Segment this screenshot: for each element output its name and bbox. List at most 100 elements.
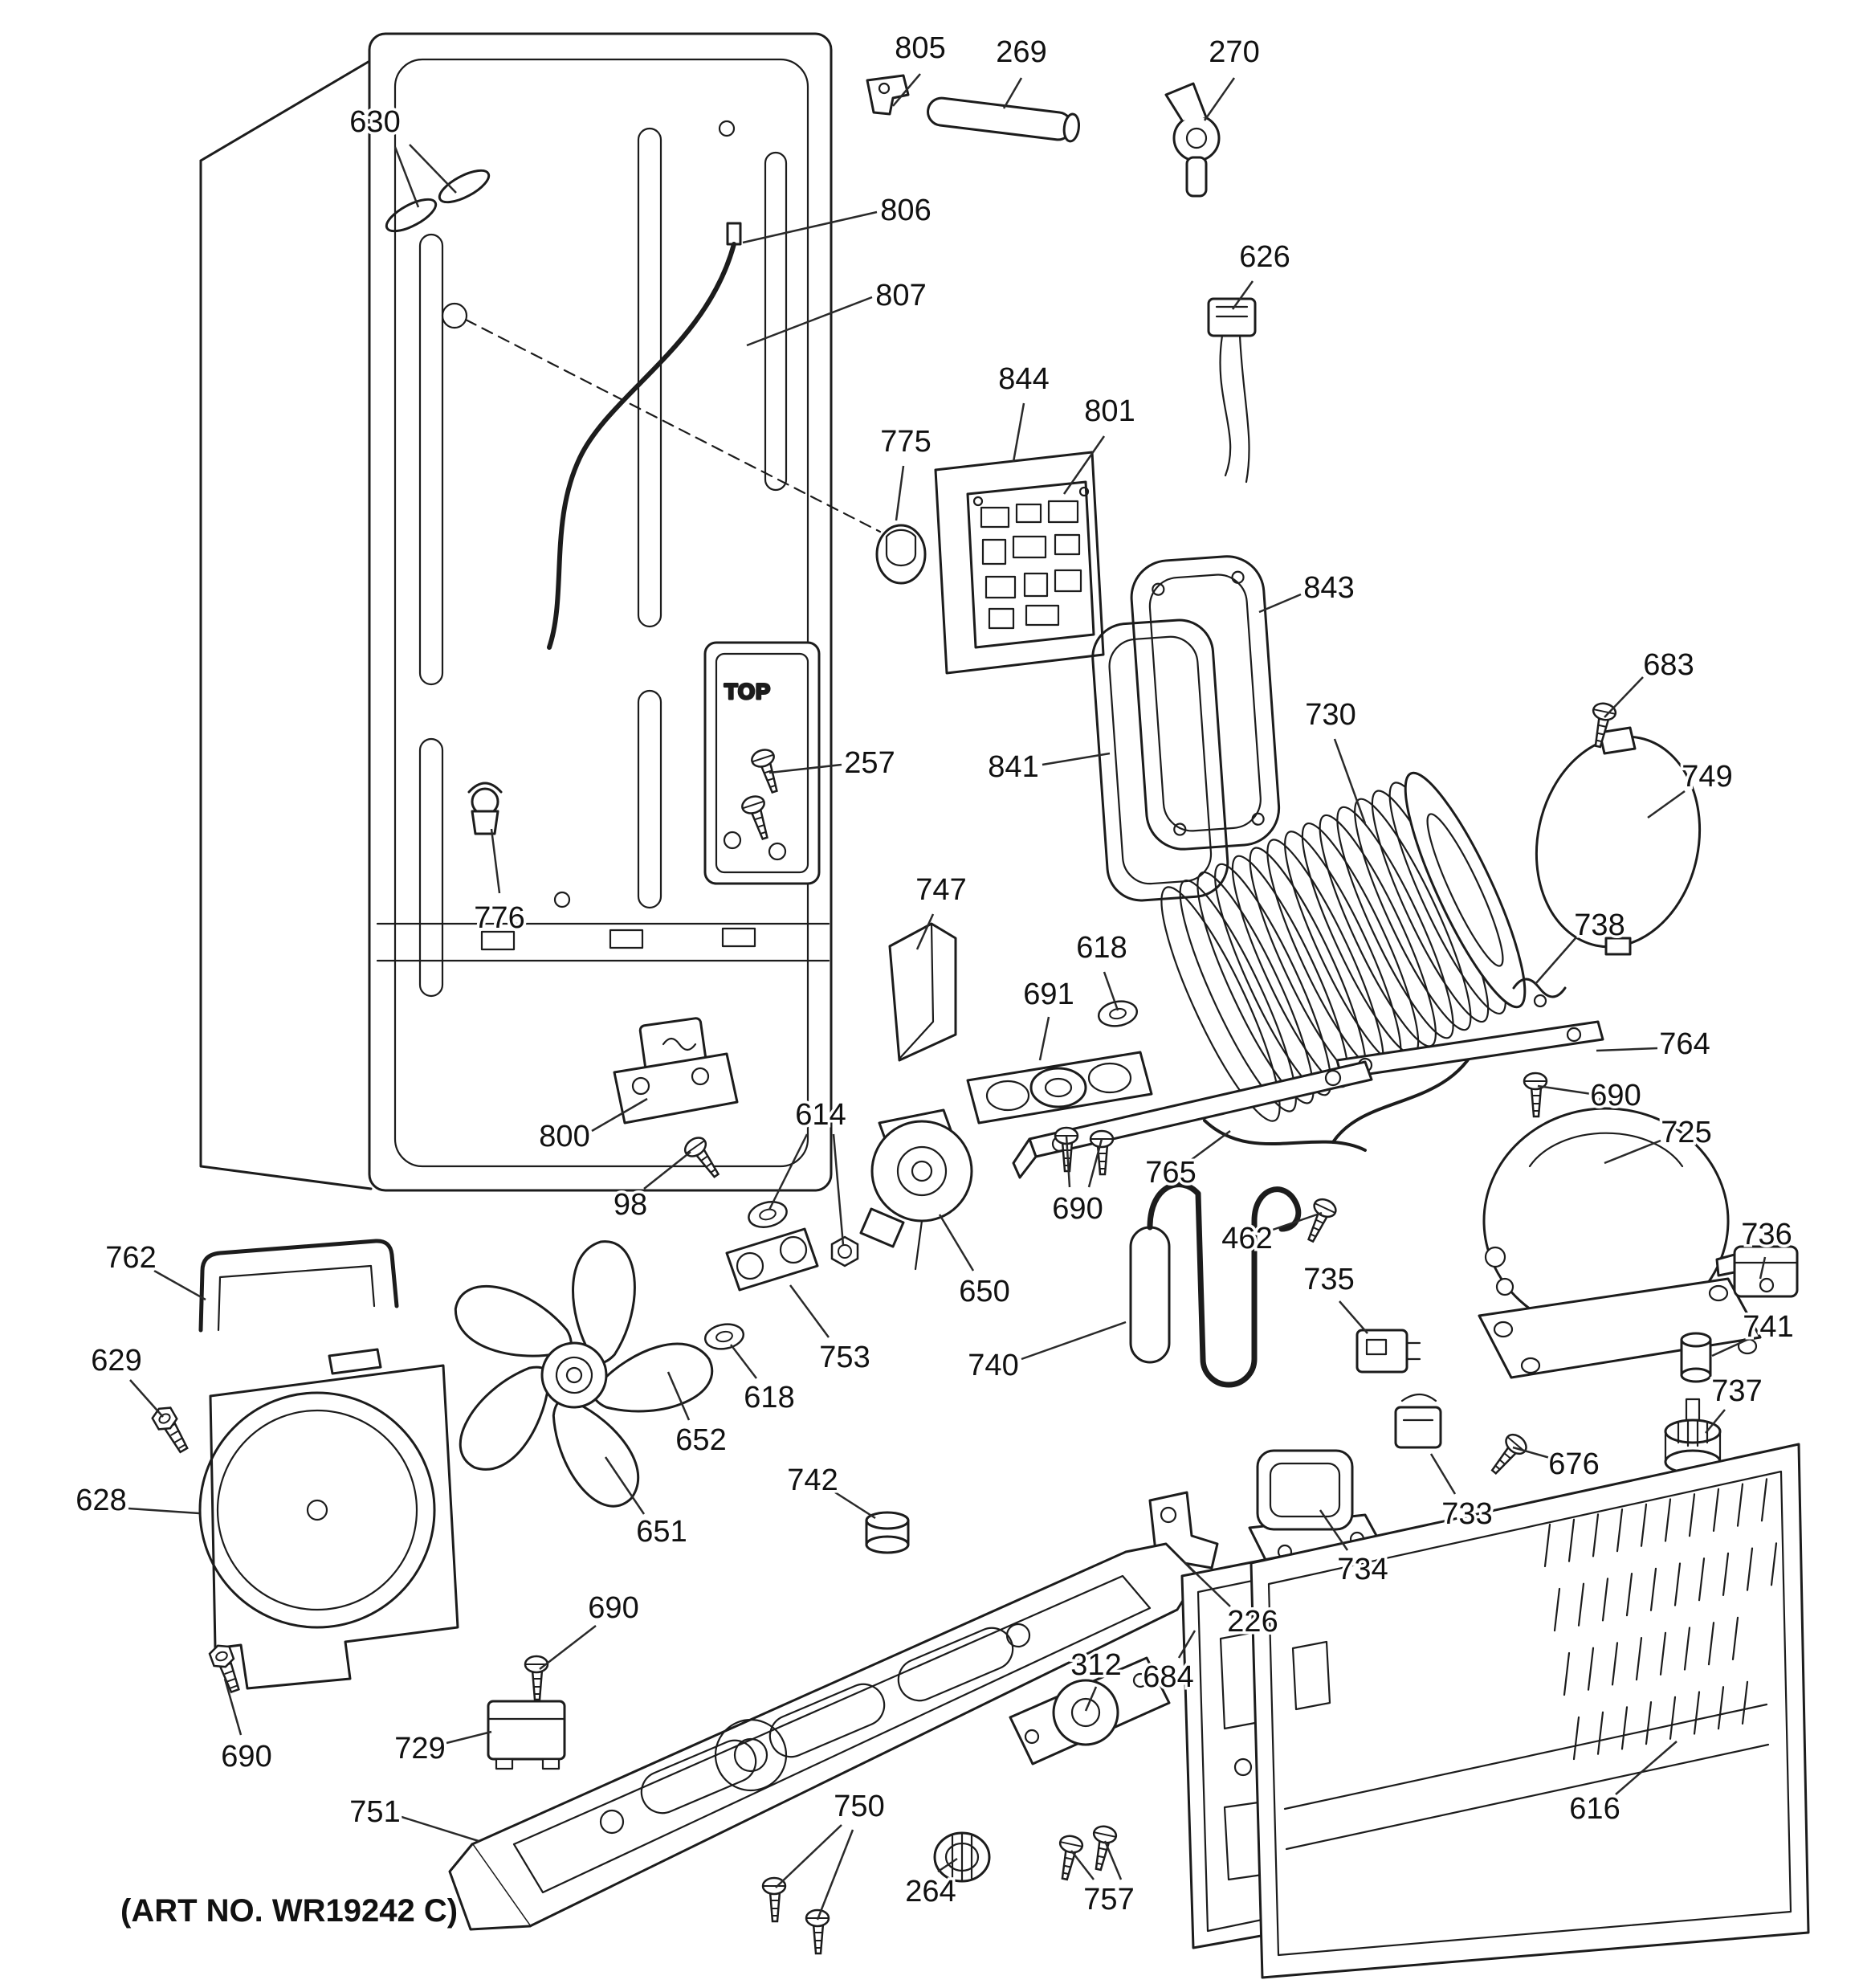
part-callout-21-764: 764 (1659, 1027, 1710, 1061)
leader-line-736-0 (1759, 1256, 1767, 1280)
motor-bracket-753 (725, 1227, 819, 1292)
leader-line-618-0 (730, 1344, 757, 1379)
leader-line-614-1 (832, 1133, 845, 1246)
part-callout-40-652: 652 (675, 1423, 726, 1457)
part-callout-10-843: 843 (1303, 571, 1354, 605)
part-callout-4-806: 806 (880, 194, 931, 227)
leader-line-740-0 (1021, 1321, 1127, 1361)
leader-line-775-0 (895, 465, 905, 521)
leader-line-757-0 (1070, 1850, 1095, 1880)
grommet-618-upper (1095, 997, 1140, 1031)
roller-bracket-312 (1009, 1656, 1171, 1766)
part-callout-55-750: 750 (834, 1790, 884, 1823)
gasket-843 (1130, 555, 1281, 851)
leader-line-749-0 (1647, 790, 1686, 819)
relay-735 (1355, 1329, 1421, 1374)
leader-line-629-0 (129, 1379, 164, 1418)
rear-panel-right (1249, 1443, 1810, 1979)
screw-757-a (1051, 1833, 1086, 1883)
part-callout-44-742: 742 (787, 1463, 838, 1497)
part-callout-35-629: 629 (91, 1344, 141, 1378)
bracket-691 (966, 1051, 1153, 1125)
leader-line-742-0 (834, 1491, 876, 1520)
leader-line-684-0 (1177, 1630, 1196, 1659)
leader-line-270-0 (1203, 77, 1236, 121)
part-callout-1-805: 805 (895, 31, 945, 65)
leader-line-776-0 (490, 828, 501, 894)
part-callout-20-691: 691 (1023, 978, 1074, 1011)
leader-line-462-0 (1270, 1211, 1323, 1232)
fan-blade-651 (454, 1240, 714, 1508)
latch-assembly-800 (613, 1017, 739, 1125)
leader-line-269-0 (1002, 77, 1023, 109)
part-callout-14-841: 841 (988, 750, 1038, 784)
part-callout-26-765: 765 (1145, 1156, 1196, 1190)
part-callout-18-738: 738 (1574, 908, 1625, 942)
overload-733 (1394, 1393, 1442, 1449)
wedge-block-747 (888, 922, 957, 1062)
leader-line-652-0 (667, 1371, 691, 1421)
part-callout-3-270: 270 (1209, 35, 1259, 69)
screw-676 (1483, 1430, 1531, 1480)
part-callout-27-725: 725 (1661, 1116, 1711, 1149)
part-callout-2-269: 269 (996, 35, 1046, 69)
coil-cover-749 (1535, 726, 1702, 956)
bracket-765 (1012, 1060, 1373, 1179)
leader-line-628-0 (128, 1507, 200, 1515)
fan-motor-650 (859, 1108, 973, 1271)
part-callout-5-807: 807 (875, 279, 926, 312)
drain-clip-776 (467, 782, 503, 835)
leader-line-616-0 (1615, 1741, 1678, 1795)
leader-line-751-0 (401, 1815, 479, 1843)
part-callout-49-312: 312 (1070, 1648, 1121, 1682)
part-callout-34-741: 741 (1743, 1310, 1793, 1344)
screw-750-a (761, 1876, 787, 1923)
grommet-614-a (744, 1197, 791, 1232)
part-callout-17-747: 747 (915, 873, 966, 907)
clip-805 (866, 74, 910, 116)
fill-tube-269 (927, 96, 1080, 143)
wheel-264 (933, 1831, 991, 1883)
part-callout-38-737: 737 (1711, 1374, 1762, 1408)
gasket-841 (1091, 618, 1229, 902)
leader-line-747-0 (915, 913, 935, 950)
leader-line-729-0 (446, 1730, 492, 1745)
leader-line-690-0 (539, 1625, 597, 1670)
screw-690-right (1523, 1072, 1548, 1118)
leader-line-690-0 (1537, 1084, 1592, 1096)
part-callout-46-734: 734 (1337, 1553, 1388, 1586)
leader-line-730-0 (1333, 738, 1367, 824)
bolt-629 (149, 1402, 194, 1457)
part-callout-8-801: 801 (1084, 394, 1135, 428)
leader-line-764-0 (1596, 1047, 1658, 1052)
part-callout-33-650: 650 (959, 1275, 1009, 1308)
nut-614-b (830, 1235, 859, 1268)
bumper-742 (865, 1511, 910, 1554)
screw-757-b (1085, 1823, 1119, 1873)
leader-line-690-1 (1087, 1138, 1103, 1188)
leader-line-844-0 (1012, 402, 1025, 463)
part-callout-11-683: 683 (1643, 648, 1694, 682)
leader-line-614-0 (768, 1133, 809, 1210)
leader-line-264-0 (937, 1857, 958, 1873)
leader-line-651-0 (604, 1456, 646, 1515)
part-callout-0-630: 630 (349, 105, 400, 139)
leader-line-750-0 (775, 1824, 842, 1888)
leader-line-676-0 (1512, 1446, 1551, 1459)
part-callout-24-98: 98 (614, 1188, 647, 1222)
leader-line-312-0 (1084, 1686, 1098, 1712)
harness-plug-626 (1207, 297, 1257, 484)
part-callout-25-614: 614 (795, 1098, 846, 1132)
screw-750-b (805, 1908, 830, 1955)
relay-736 (1715, 1245, 1799, 1298)
leader-line-691-0 (1038, 1016, 1050, 1061)
leader-line-801-0 (1062, 435, 1106, 495)
part-callout-16-776: 776 (474, 901, 524, 935)
leader-line-734-0 (1319, 1509, 1349, 1551)
leader-line-690-0 (223, 1678, 243, 1736)
bolt-690-shroud (206, 1641, 246, 1696)
art-number: (ART NO. WR19242 C) (120, 1893, 458, 1929)
